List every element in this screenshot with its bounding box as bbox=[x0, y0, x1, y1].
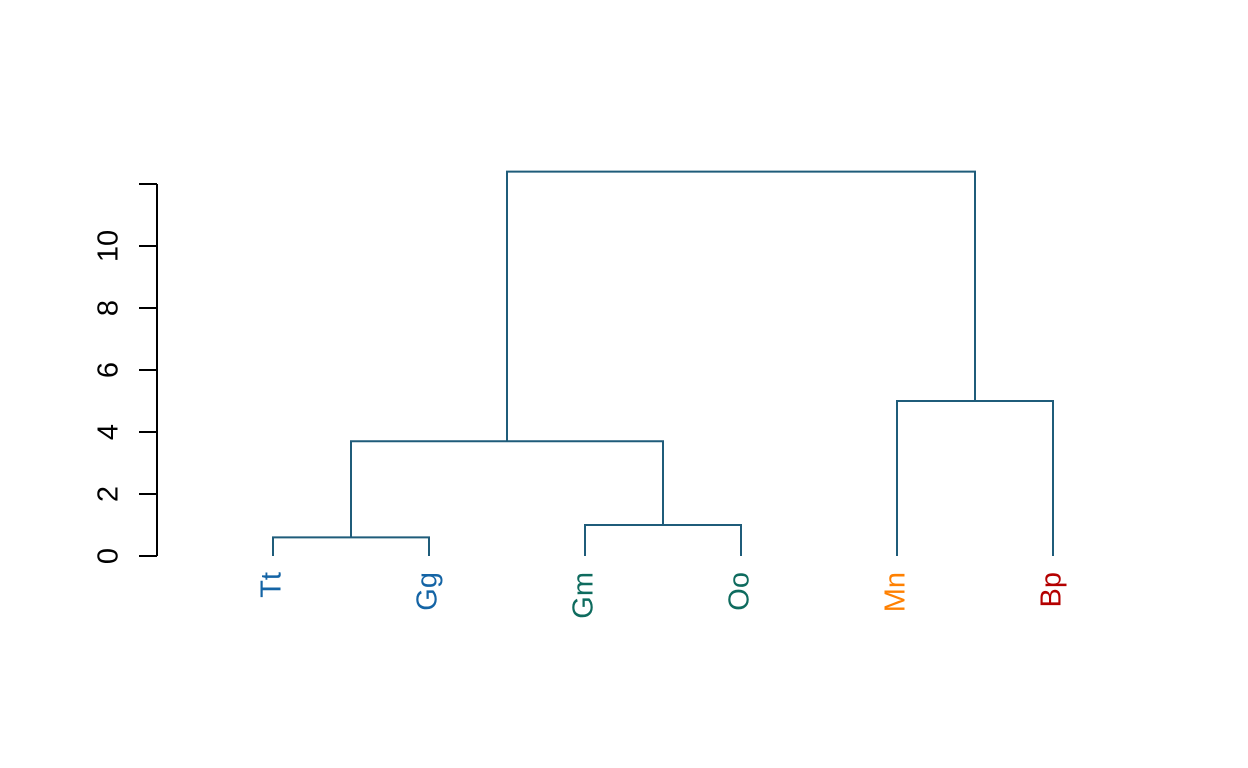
leaf-label-tt: Tt bbox=[256, 572, 288, 598]
leaf-label-oo: Oo bbox=[724, 572, 756, 611]
leaf-label-mn: Mn bbox=[880, 572, 912, 612]
leaf-label-gg: Gg bbox=[412, 572, 444, 611]
merge-branch-Mn-Bp bbox=[896, 400, 1054, 556]
y-axis-tick-label: 2 bbox=[93, 486, 125, 502]
leaf-label-gm: Gm bbox=[568, 572, 600, 619]
merge-branch-Tt-Gg bbox=[272, 536, 430, 556]
y-axis-tick-label: 4 bbox=[93, 424, 125, 440]
y-axis-tick-label: 10 bbox=[93, 230, 125, 262]
y-axis-tick-label: 0 bbox=[93, 548, 125, 564]
y-axis-tick-label: 6 bbox=[93, 362, 125, 378]
y-axis-tick-label: 8 bbox=[93, 300, 125, 316]
merge-branch-Tt-Gg-Gm-Oo bbox=[350, 440, 664, 538]
leaf-label-bp: Bp bbox=[1036, 572, 1068, 607]
dendrogram-branches bbox=[272, 170, 1054, 556]
y-axis: 0 2 4 6 8 10 bbox=[93, 183, 158, 564]
merge-branch-Tt-Gg-Gm-Oo-Mn-Bp bbox=[506, 170, 976, 442]
merge-branch-Gm-Oo bbox=[584, 524, 742, 556]
leaf-labels: Tt Gg Gm Oo Mn Bp bbox=[256, 572, 1068, 619]
